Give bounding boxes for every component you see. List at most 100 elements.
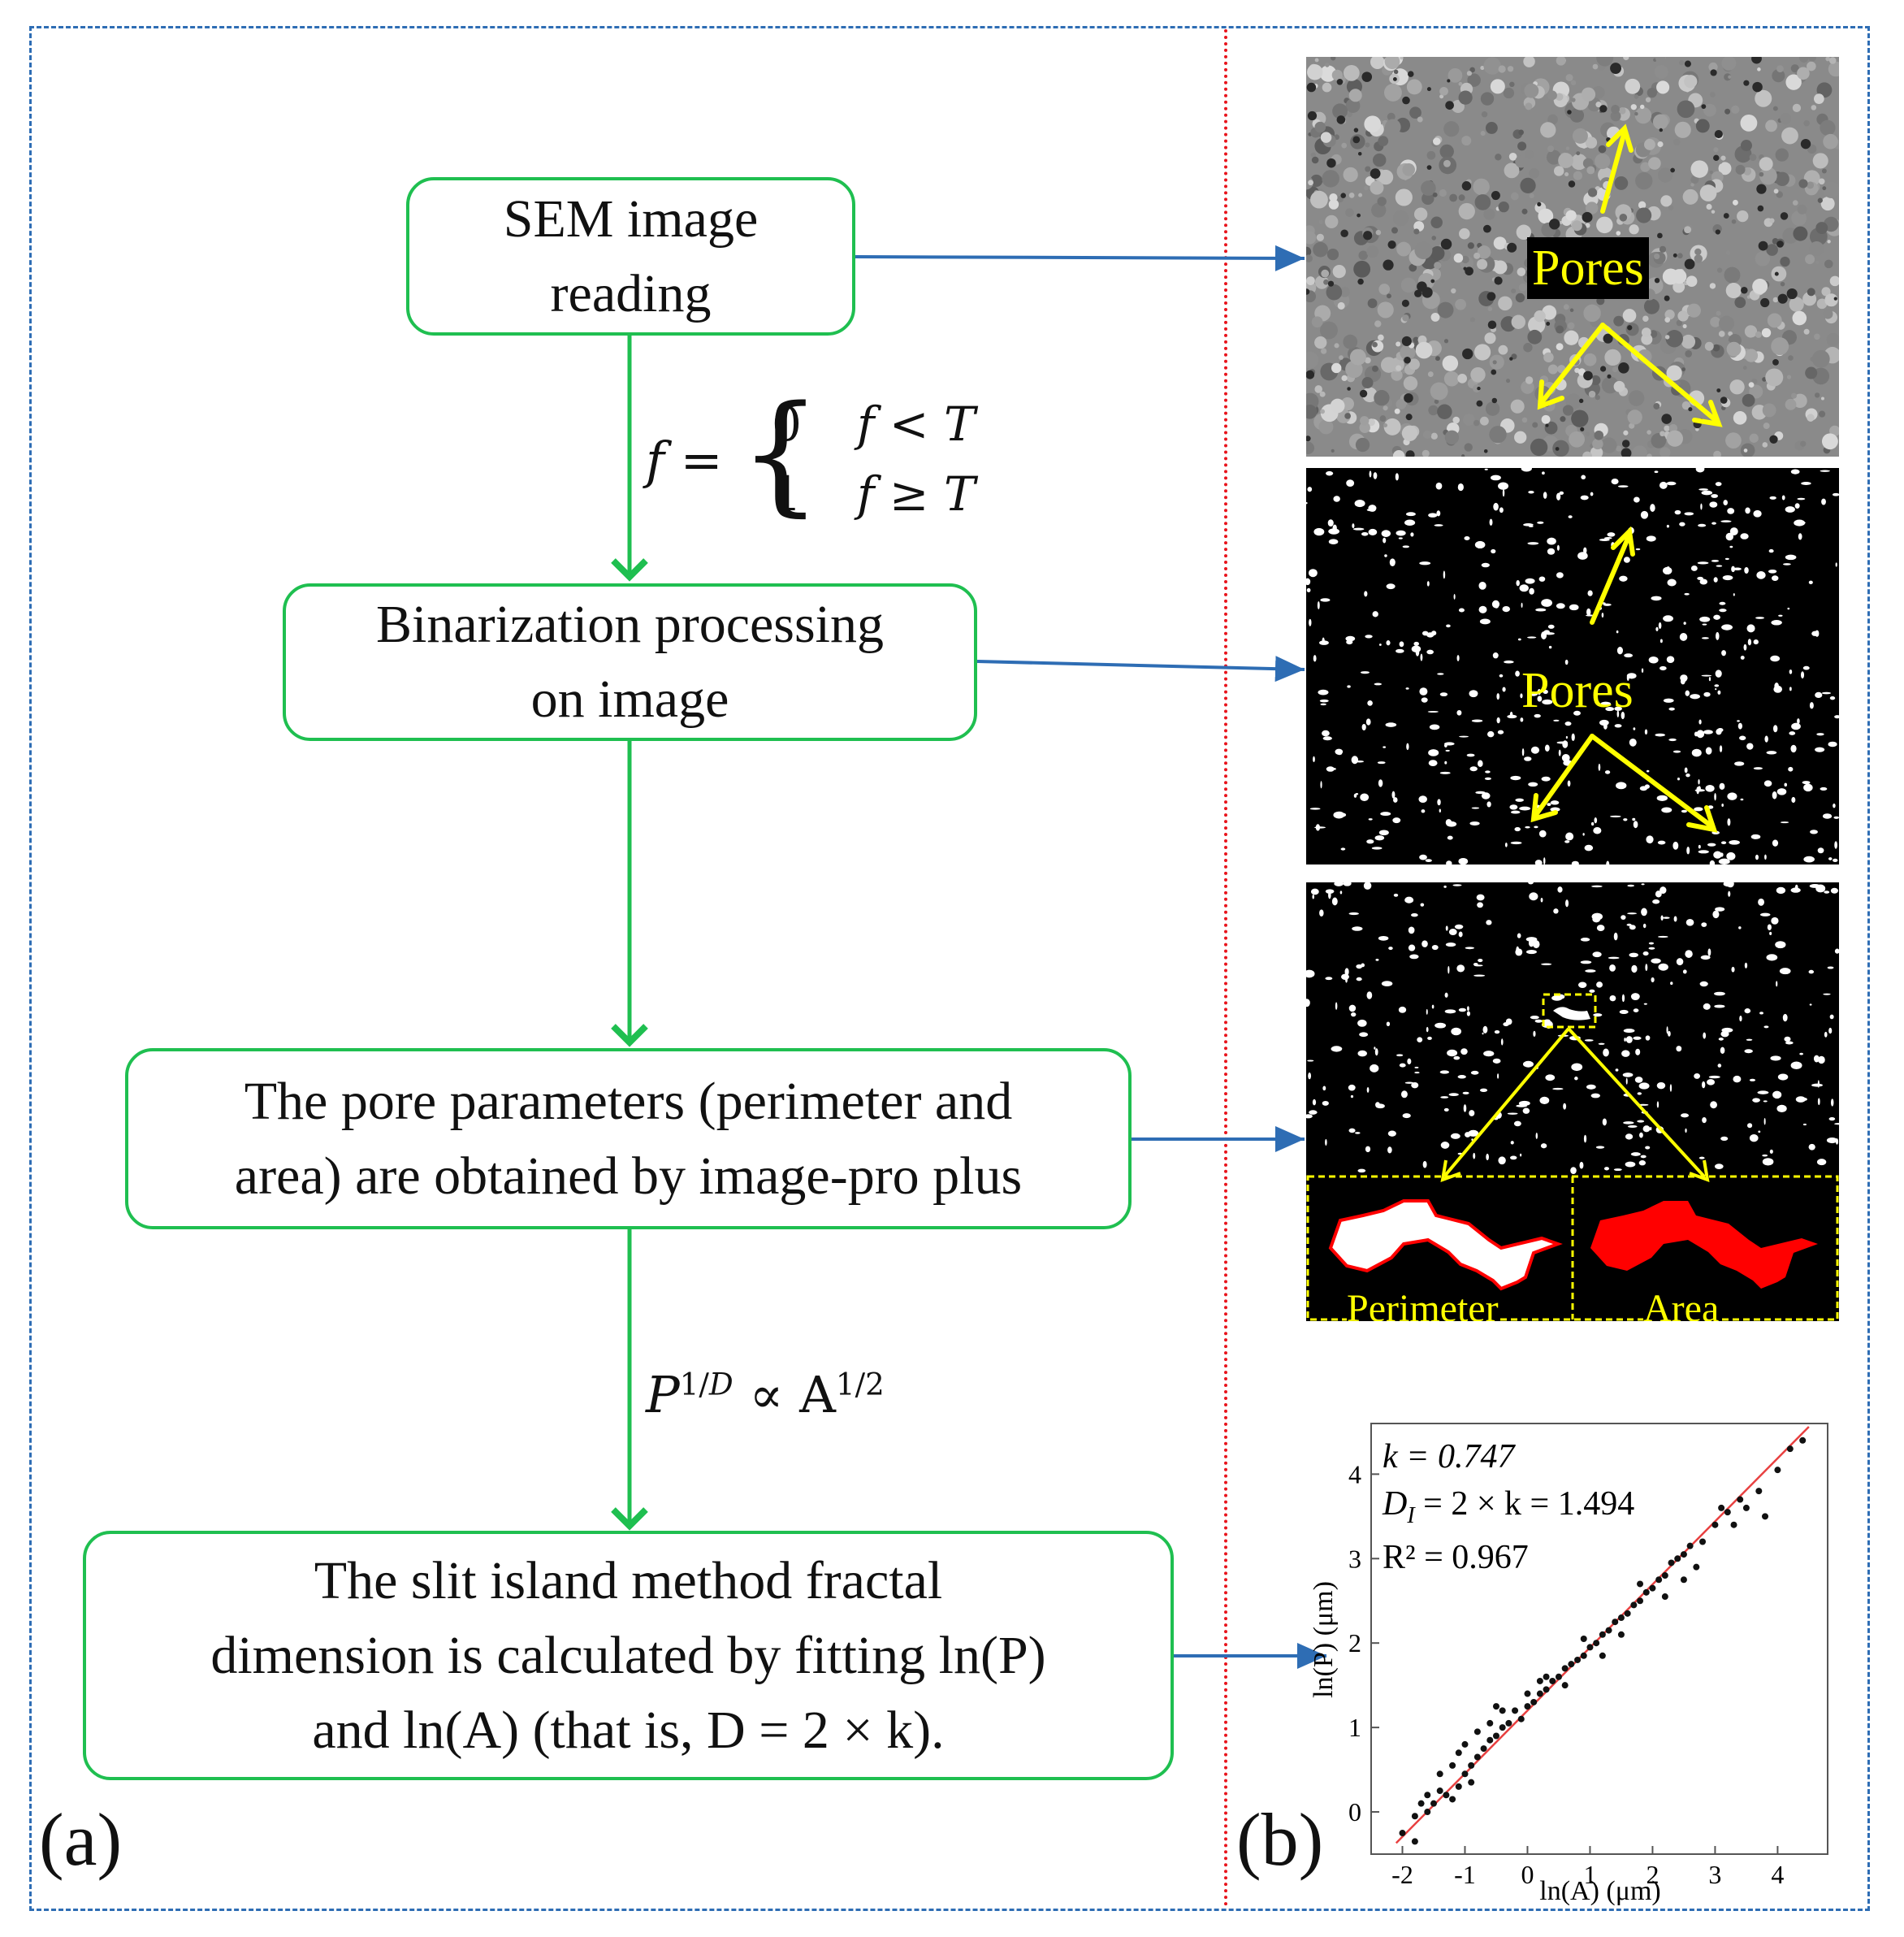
chart-point [1492, 1732, 1499, 1740]
sem-image: Pores [1306, 57, 1839, 457]
chart-point [1492, 1703, 1499, 1710]
chart-point [1742, 1504, 1750, 1511]
step-pore-line1: The pore parameters (perimeter and [244, 1071, 1013, 1131]
chart-point [1411, 1838, 1418, 1845]
chart-point [1718, 1504, 1725, 1511]
threshold-formula: f = { 0 f < T 1 f ≥ T [646, 388, 1019, 535]
chart-point [1711, 1521, 1719, 1528]
chart-point [1505, 1719, 1512, 1727]
chart-point [1574, 1656, 1582, 1663]
chart-point [1612, 1618, 1619, 1626]
link-arrow-2 [976, 656, 1305, 682]
step-binarization: Binarization processing on image [283, 583, 977, 741]
formula-row1-val: 0 [772, 396, 802, 452]
chart-point [1473, 1753, 1481, 1761]
chart-point [1561, 1682, 1569, 1689]
chart-point [1599, 1652, 1606, 1659]
step-sem-reading: SEM image reading [406, 177, 855, 336]
chart-point [1486, 1736, 1494, 1744]
chart-annot-k: k = 0.747 [1383, 1438, 1516, 1476]
chart-x-tick-label: 4 [1771, 1860, 1784, 1889]
chart-annot-r2: R² = 0.967 [1383, 1539, 1529, 1576]
chart-point [1549, 1677, 1556, 1684]
chart-point [1799, 1436, 1807, 1444]
power-law-formula: P1/D ∝ A1/2 [646, 1365, 885, 1424]
formula-row1-cond: f < T [857, 396, 976, 452]
chart-point [1543, 1673, 1550, 1680]
chart-point [1436, 1770, 1443, 1778]
step-fractal-line2: dimension is calculated by fitting ln(P) [210, 1625, 1046, 1685]
chart-point [1630, 1601, 1638, 1609]
chart-point [1430, 1800, 1437, 1807]
chart-point [1455, 1749, 1462, 1757]
chart-y-tick-label: 2 [1348, 1628, 1361, 1658]
chart-point [1424, 1792, 1431, 1799]
chart-x-tick-label: -1 [1454, 1860, 1476, 1889]
step-sem-line2: reading [550, 263, 712, 323]
chart-point [1555, 1673, 1562, 1680]
chart-point [1512, 1707, 1519, 1714]
chart-point [1680, 1551, 1687, 1558]
chart-y-tick-label: 0 [1348, 1797, 1361, 1826]
chart-x-tick-label: 0 [1521, 1860, 1534, 1889]
chart-point [1624, 1610, 1631, 1617]
chart-point [1543, 1686, 1550, 1693]
step-sem-line1: SEM image [503, 188, 759, 249]
chart-point [1755, 1488, 1763, 1495]
chart-point [1617, 1631, 1625, 1638]
panel-a-label: (a) [39, 1798, 123, 1881]
chart-point [1468, 1779, 1475, 1786]
pore-parameter-image: Perimeter Area [1306, 882, 1839, 1321]
chart-point [1455, 1783, 1462, 1790]
chart-point [1786, 1445, 1794, 1453]
chart-point [1617, 1614, 1625, 1622]
chart-x-tick-label: -2 [1391, 1860, 1413, 1889]
chart-point [1605, 1627, 1612, 1634]
binary-arrows [1530, 526, 1718, 833]
chart-point [1536, 1677, 1543, 1684]
chart-point [1599, 1631, 1606, 1638]
chart-point [1486, 1719, 1494, 1727]
chart-point [1661, 1593, 1668, 1601]
chart-point [1499, 1724, 1506, 1731]
chart-point [1480, 1745, 1487, 1753]
chart-point [1661, 1572, 1668, 1580]
chart-point [1524, 1703, 1531, 1710]
step-binarization-line2: on image [530, 670, 729, 729]
panel-divider [1224, 29, 1227, 1908]
chart-point [1762, 1513, 1769, 1520]
chart-point [1436, 1788, 1443, 1795]
step-binarization-line1: Binarization processing [375, 595, 884, 654]
panel-b-label: (b) [1236, 1798, 1324, 1881]
binary-image: Pores [1306, 468, 1839, 864]
pore-detail-overlay [1306, 993, 1839, 1321]
chart-point [1417, 1800, 1425, 1807]
chart-point [1655, 1576, 1663, 1584]
binary-pores-label: Pores [1521, 663, 1634, 718]
chart-point [1536, 1690, 1543, 1697]
chart-point [1593, 1640, 1600, 1647]
chart-point [1774, 1467, 1781, 1474]
chart-y-tick-label: 1 [1348, 1713, 1361, 1742]
area-label: Area [1643, 1289, 1720, 1321]
chart-point [1642, 1588, 1650, 1596]
binary-texture [1306, 468, 1839, 864]
chart-point [1517, 1715, 1525, 1722]
chart-point [1449, 1796, 1456, 1803]
chart-point [1468, 1762, 1475, 1769]
chart-point [1699, 1538, 1707, 1545]
formula-brace: { [739, 377, 822, 529]
step-pore-parameters: The pore parameters (perimeter and area)… [125, 1048, 1132, 1229]
chart-point [1680, 1576, 1687, 1584]
chart-point [1524, 1690, 1531, 1697]
chart-point [1730, 1521, 1737, 1528]
chart-point [1461, 1770, 1469, 1778]
chart-point [1473, 1728, 1481, 1736]
area-pore-shape [1590, 1201, 1818, 1289]
chart-point [1449, 1762, 1456, 1769]
chart-point [1586, 1644, 1594, 1651]
chart-point [1737, 1496, 1744, 1503]
formula-row2-cond: f ≥ T [857, 466, 976, 522]
